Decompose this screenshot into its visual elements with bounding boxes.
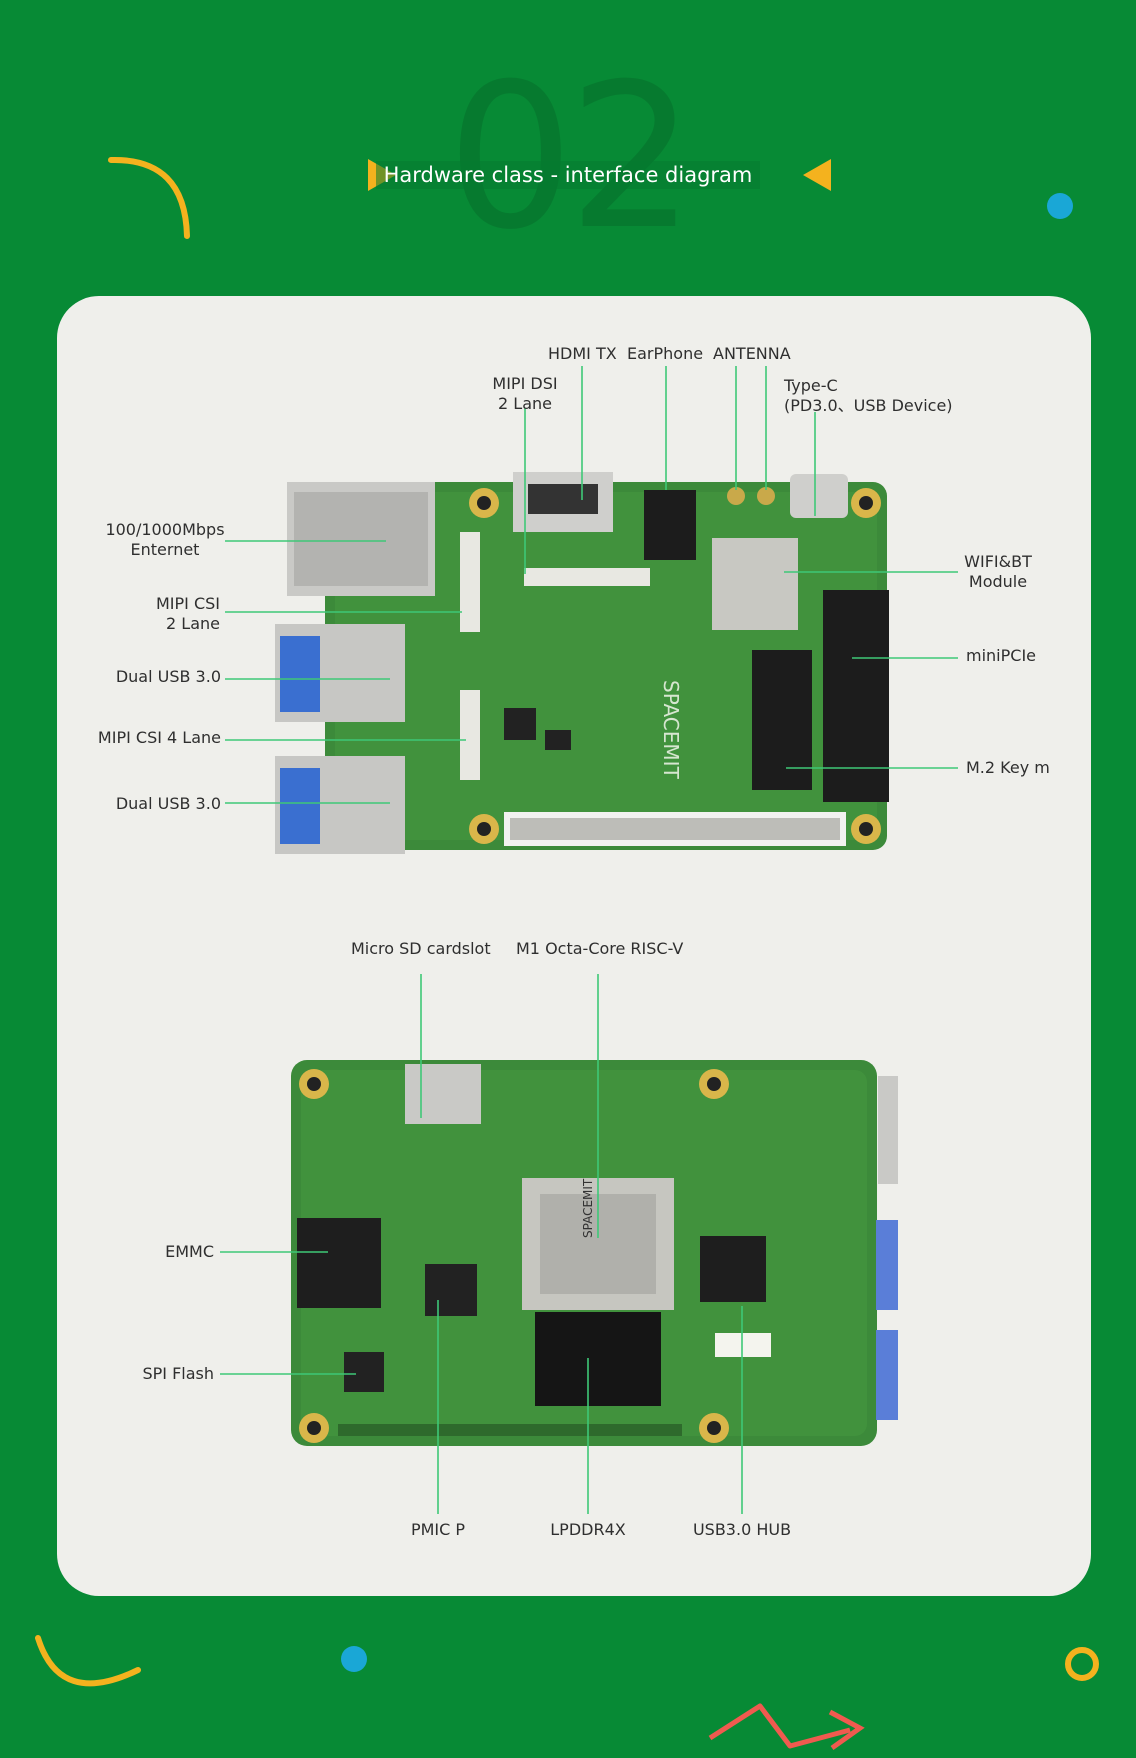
- label-usb3-hub: USB3.0 HUB: [692, 1520, 792, 1539]
- top-board-image: SPACEMIT: [275, 472, 889, 854]
- label-micro-sd: Micro SD cardslot: [351, 939, 491, 958]
- label-mipi-dsi: MIPI DSI 2 Lane: [492, 374, 558, 413]
- label-mipi-csi-2-lane: MIPI CSI 2 Lane: [155, 594, 220, 633]
- page-title: Hardware class - interface diagram: [0, 160, 1136, 190]
- label-spi-flash: SPI Flash: [142, 1364, 214, 1383]
- label-minipcie: miniPCIe: [966, 646, 1036, 665]
- label-mipi-csi-4-lane: MIPI CSI 4 Lane: [97, 728, 221, 747]
- label-lpddr4x: LPDDR4X: [550, 1520, 626, 1539]
- svg-text:SPACEMIT: SPACEMIT: [659, 680, 683, 780]
- section-number: 02: [446, 41, 696, 274]
- label-ethernet: 100/1000Mbps Enternet: [105, 520, 225, 559]
- label-antenna: ANTENNA: [713, 344, 791, 363]
- svg-text:SPACEMIT: SPACEMIT: [581, 1178, 595, 1238]
- arc-decoration-bottom-left: [35, 1635, 141, 1687]
- blue-dot-bottom: [341, 1646, 367, 1672]
- label-soc: M1 Octa-Core RISC-V: [516, 939, 684, 958]
- arc-decoration-top-left: [108, 156, 190, 239]
- label-wifi-bt: WIFI&BT Module: [964, 552, 1032, 591]
- leader-lines-bottom: [220, 974, 743, 1514]
- label-dual-usb-2: Dual USB 3.0: [115, 794, 221, 813]
- label-m2-key-m: M.2 Key m: [966, 758, 1050, 777]
- label-type-c: Type-C (PD3.0、USB Device): [784, 376, 953, 415]
- label-dual-usb-1: Dual USB 3.0: [115, 667, 221, 686]
- leader-lines-top: [225, 366, 958, 804]
- label-earphone: EarPhone: [627, 344, 704, 363]
- label-pmic: PMIC P: [410, 1520, 466, 1539]
- blue-dot-top-right: [1047, 193, 1073, 219]
- right-triangle-icon: [803, 159, 831, 191]
- bottom-board-image: SPACEMIT: [291, 1060, 898, 1446]
- red-arrow-decoration: [708, 1703, 865, 1751]
- ring-decoration-bottom-right: [1065, 1647, 1099, 1681]
- label-hdmi-tx: HDMI TX: [548, 344, 617, 363]
- label-emmc: EMMC: [165, 1242, 214, 1261]
